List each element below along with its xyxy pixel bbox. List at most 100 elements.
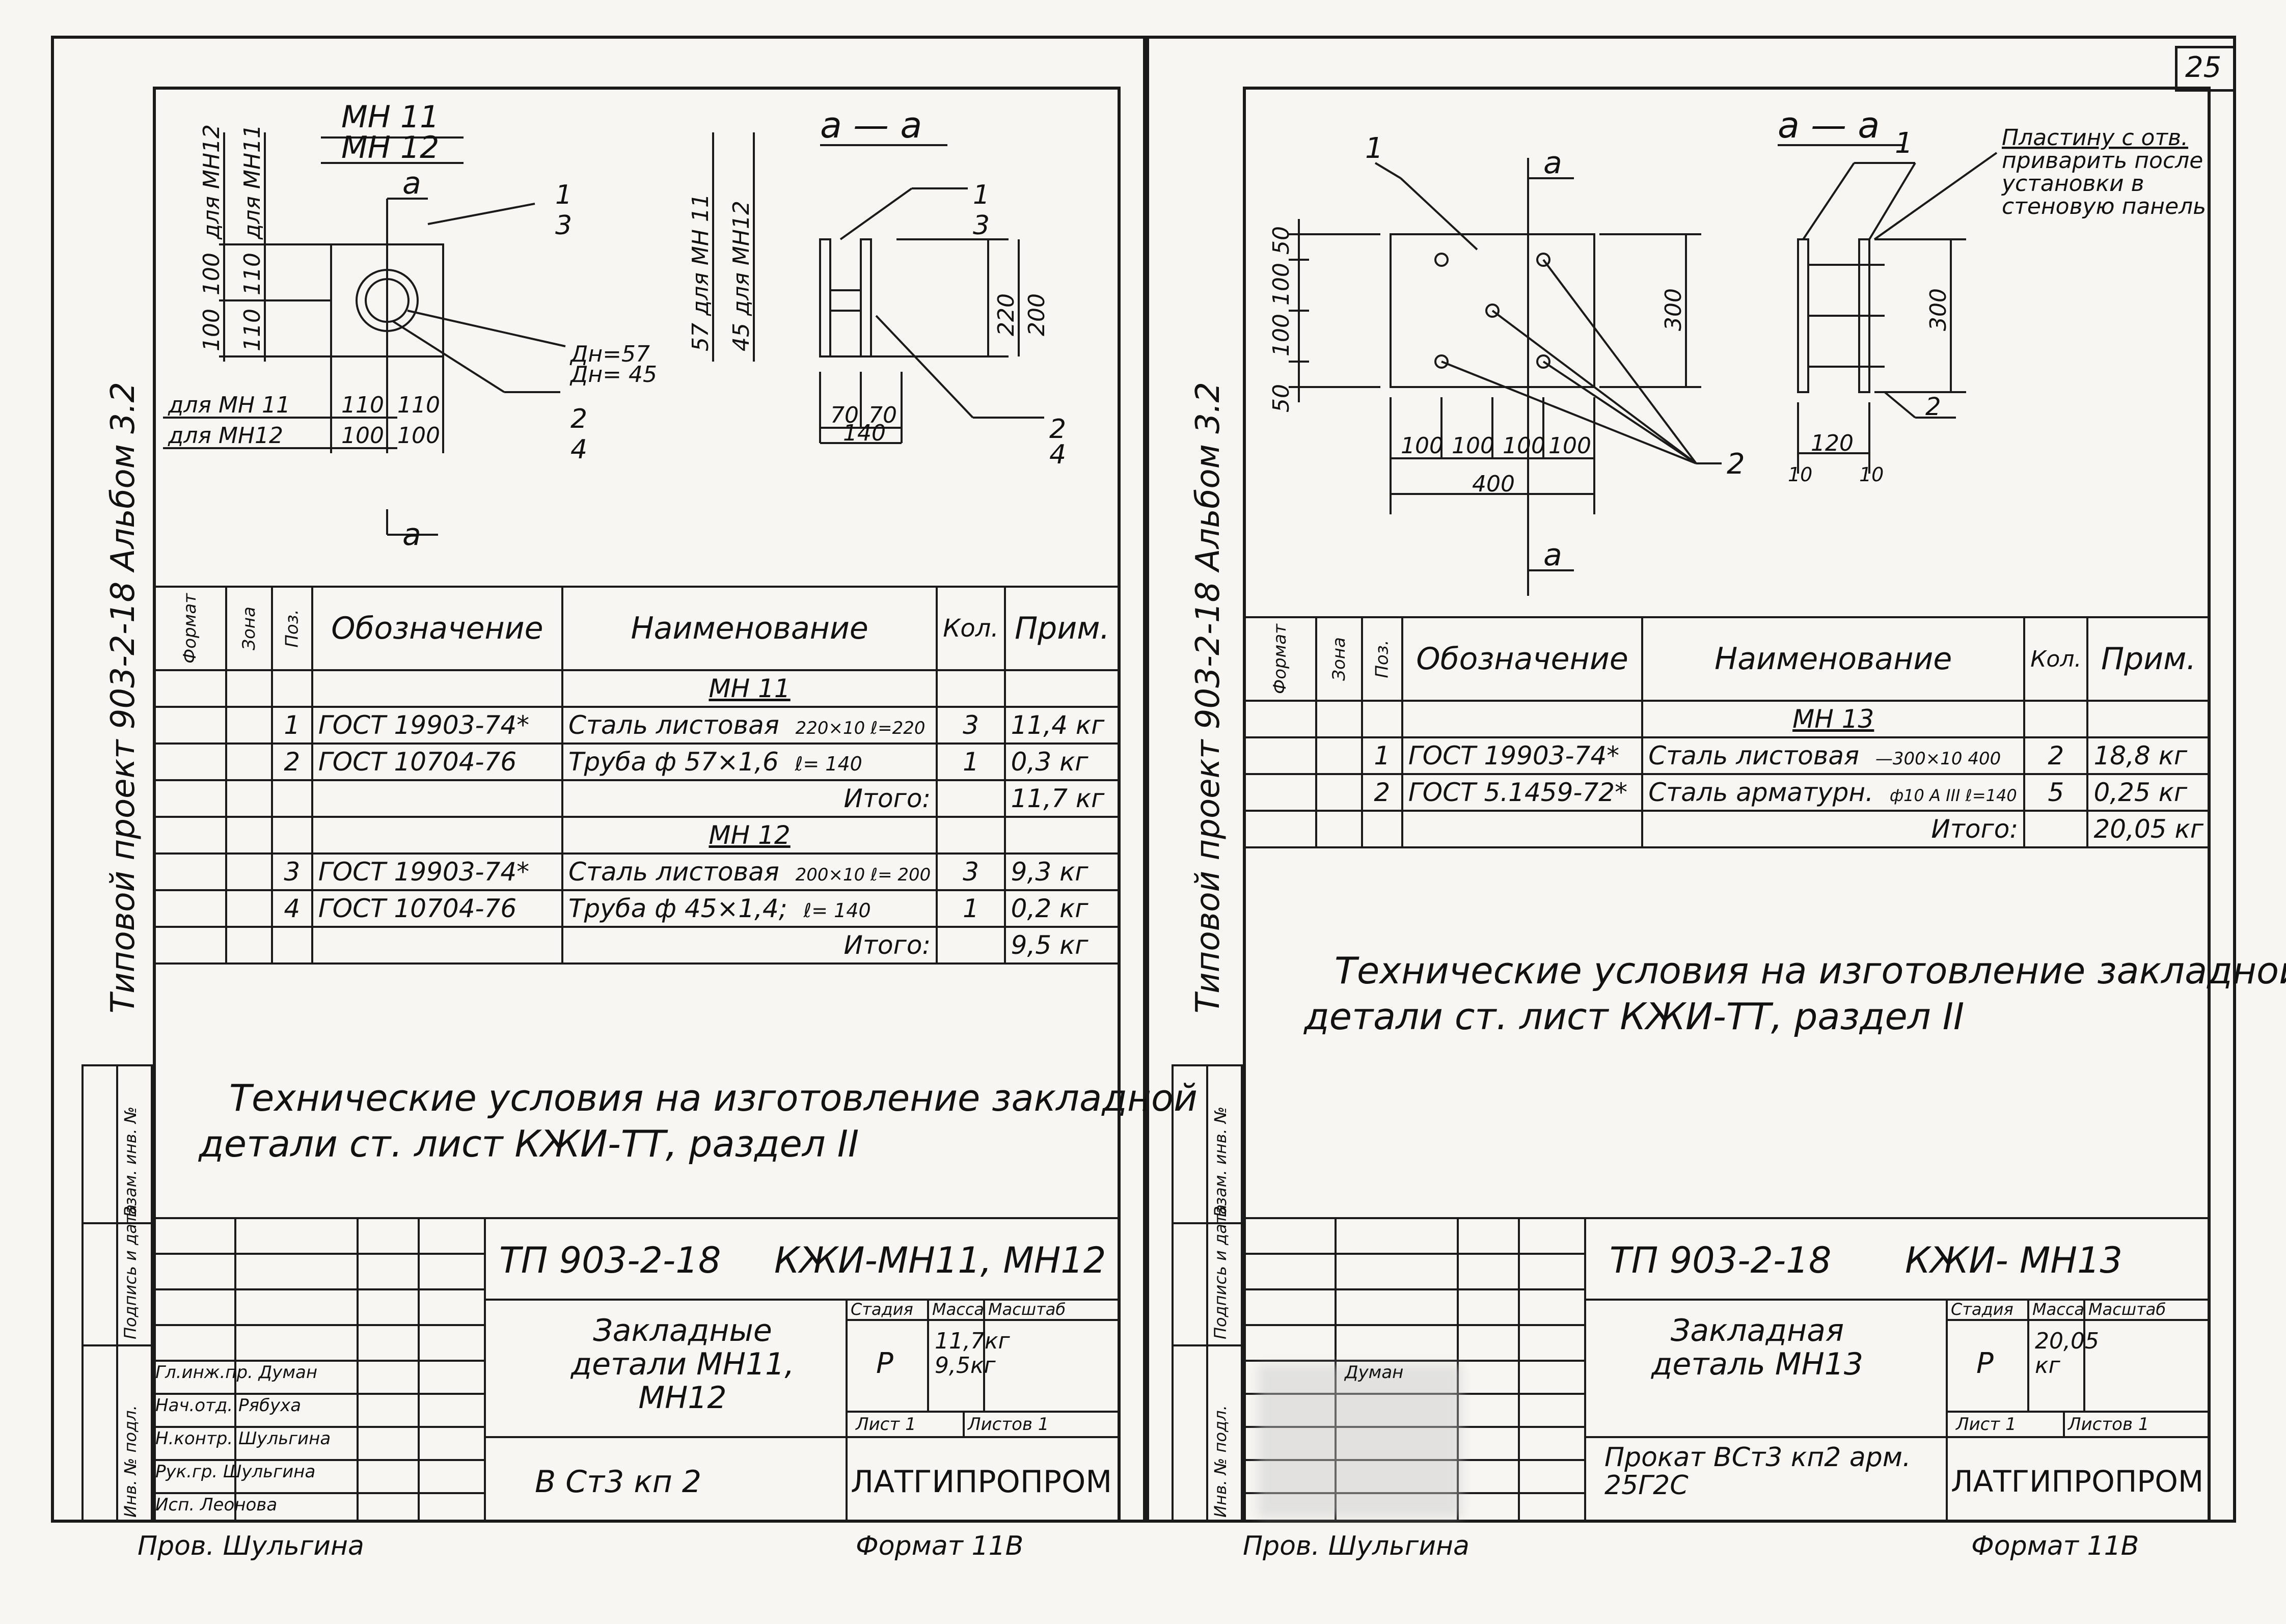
- right-tech-note-1: Технические условия на изготовление закл…: [1335, 949, 2286, 992]
- svg-text:1: 1: [1895, 127, 1913, 160]
- svg-text:400: 400: [1472, 471, 1515, 497]
- svg-text:100: 100: [1268, 314, 1294, 356]
- svg-text:для МН12: для МН12: [168, 423, 283, 449]
- left-doc-mark: КЖИ-МН11, МН12: [774, 1240, 1106, 1281]
- left-tech-note-1: Технические условия на изготовление закл…: [229, 1077, 1198, 1119]
- left-section-title: а — а: [820, 104, 922, 146]
- svg-text:110: 110: [397, 392, 440, 418]
- svg-text:100: 100: [1268, 263, 1294, 306]
- header-designation: Обозначение: [1401, 616, 1644, 702]
- svg-text:110: 110: [341, 392, 384, 418]
- svg-text:100: 100: [341, 423, 384, 449]
- header-name: Наименование: [561, 586, 938, 671]
- svg-text:3: 3: [973, 210, 990, 241]
- svg-text:4: 4: [570, 434, 587, 465]
- group-title: МН 12: [561, 816, 938, 855]
- left-side-label: Типовой проект 903-2-18 Альбом 3.2: [104, 381, 142, 1013]
- svg-text:45 для МН12: 45 для МН12: [728, 201, 754, 351]
- svg-text:140: 140: [843, 420, 886, 446]
- svg-text:70: 70: [830, 402, 859, 428]
- svg-text:Дн=57: Дн=57: [569, 341, 650, 367]
- svg-text:2: 2: [1727, 448, 1745, 481]
- right-tech-note-2: детали ст. лист КЖИ-ТТ, раздел II: [1304, 995, 1965, 1038]
- cut-mark-bottom: а: [402, 517, 421, 553]
- svg-text:2: 2: [570, 404, 587, 434]
- svg-text:57 для МН 11: 57 для МН 11: [688, 194, 714, 351]
- title-mn11: МН 11: [341, 99, 439, 135]
- svg-text:300: 300: [1661, 288, 1686, 331]
- left-drawing: МН 11 МН 12 а а 1 3 Дн=57 Дн= 45 2 4 для…: [163, 99, 1066, 553]
- svg-text:установки в: установки в: [2001, 171, 2144, 197]
- svg-text:10: 10: [1859, 463, 1884, 486]
- svg-text:70: 70: [868, 402, 897, 428]
- title-mn12: МН 12: [341, 130, 439, 166]
- svg-text:стеновую панель: стеновую панель: [2002, 194, 2206, 219]
- svg-text:1: 1: [1365, 132, 1383, 165]
- svg-text:1: 1: [555, 180, 572, 210]
- left-tech-note-2: детали ст. лист КЖИ-ТТ, раздел II: [199, 1122, 859, 1165]
- right-checked: Пров. Шульгина: [1243, 1531, 1469, 1561]
- left-checked: Пров. Шульгина: [138, 1531, 364, 1561]
- svg-text:200: 200: [1024, 293, 1050, 336]
- left-org: ЛАТГИПРОПРОМ: [851, 1464, 1112, 1500]
- left-format: Формат 11В: [856, 1531, 1024, 1561]
- left-spec-table: Формат Зона Поз. Обозначение Наименовани…: [153, 586, 1121, 965]
- svg-text:100: 100: [1503, 433, 1545, 459]
- svg-text:2: 2: [1049, 414, 1066, 445]
- plate-front: [1390, 233, 1595, 388]
- svg-text:а: а: [1543, 145, 1562, 181]
- left-material: В Ст3 кп 2: [535, 1464, 702, 1500]
- svg-text:110: 110: [239, 309, 265, 351]
- svg-text:300: 300: [1925, 288, 1951, 331]
- right-side-label: Типовой проект 903-2-18 Альбом 3.2: [1189, 381, 1227, 1013]
- svg-text:100: 100: [1548, 433, 1591, 459]
- svg-text:4: 4: [1049, 439, 1066, 470]
- group-title: МН 13: [1641, 700, 2026, 738]
- svg-text:50: 50: [1268, 226, 1294, 255]
- right-doc-code: ТП 903-2-18: [1610, 1240, 1832, 1281]
- page-number: 25: [2185, 51, 2222, 84]
- svg-text:100: 100: [199, 253, 225, 295]
- stud-holes: [1434, 253, 1550, 369]
- svg-text:100: 100: [397, 423, 440, 449]
- svg-text:120: 120: [1811, 430, 1854, 456]
- svg-text:Дн= 45: Дн= 45: [569, 362, 657, 388]
- svg-text:110: 110: [239, 253, 265, 295]
- svg-text:100: 100: [1401, 433, 1444, 459]
- group-title: МН 11: [561, 669, 938, 708]
- right-spec-table: Формат Зона Поз. Обозначение Наименовани…: [1243, 616, 2211, 848]
- right-section-title: а — а: [1778, 104, 1880, 146]
- svg-text:10: 10: [1788, 463, 1812, 486]
- left-doc-name: Закладные детали МН11, МН12: [570, 1313, 795, 1416]
- svg-text:для МН12: для МН12: [199, 124, 225, 240]
- right-material: Прокат ВСт3 кп2 арм. 25Г2С: [1604, 1442, 1911, 1501]
- svg-text:приварить после: приварить после: [2002, 148, 2203, 174]
- svg-text:100: 100: [199, 309, 225, 351]
- right-doc-mark: КЖИ- МН13: [1905, 1240, 2123, 1281]
- svg-text:100: 100: [1452, 433, 1494, 459]
- right-drawing: а — а а а 1 2 1 2 Пластину с отв. привар…: [1268, 104, 2206, 596]
- svg-text:Пластину с отв.: Пластину с отв.: [2002, 125, 2188, 151]
- cut-mark-top: а: [402, 166, 421, 201]
- svg-text:2: 2: [1925, 393, 1941, 421]
- header-name: Наименование: [1641, 616, 2026, 702]
- right-format: Формат 11В: [1971, 1531, 2139, 1561]
- left-doc-code: ТП 903-2-18: [499, 1240, 721, 1281]
- svg-text:для МН 11: для МН 11: [168, 392, 290, 418]
- svg-text:220: 220: [993, 293, 1019, 336]
- right-org: ЛАТГИПРОПРОМ: [1951, 1464, 2204, 1499]
- right-doc-name: Закладная деталь МН13: [1651, 1313, 1864, 1382]
- svg-text:для МН11: для МН11: [239, 124, 265, 240]
- redacted-names: [1258, 1365, 1462, 1518]
- header-designation: Обозначение: [311, 586, 563, 671]
- svg-text:50: 50: [1268, 384, 1294, 412]
- svg-text:а: а: [1543, 537, 1562, 573]
- svg-text:3: 3: [555, 210, 572, 241]
- svg-text:1: 1: [973, 180, 990, 210]
